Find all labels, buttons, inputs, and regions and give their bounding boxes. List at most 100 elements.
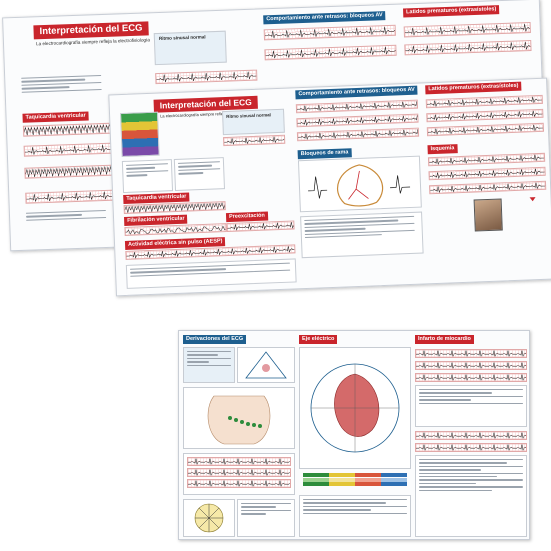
ecg-trace [426,96,542,108]
back-label-vt: Taquicardia ventricular [22,111,89,123]
ecg-strip [264,44,397,61]
front-section-ext: Latidos prematuros (extrasístoles) [425,81,522,94]
hexaxial-diagram [183,499,235,537]
ecg-trace [429,154,545,166]
ecg-strip [226,220,295,233]
leads-panel [183,347,235,383]
ecg-trace [125,225,226,235]
ecg-poster-front: Interpretación del ECG La electrocardiog… [108,77,551,297]
ecg-strip [403,22,531,38]
ecg-trace [430,182,546,193]
ecg-trace [416,350,526,357]
ecg-strip [223,134,286,147]
info-panel [415,385,527,427]
ecg-trace [188,458,290,465]
ecg-poster-bottom: Derivaciones del ECG Eje eléctrico Infar… [178,330,530,540]
ecg-trace [297,115,418,127]
ecg-strip [187,457,291,466]
ecg-strip [415,431,527,440]
ecg-trace [25,165,114,178]
ecg-trace [26,191,115,202]
front-label-wpw: Preexcitación [225,211,268,222]
ecg-strip [415,373,527,382]
ecg-leads-grid [183,453,295,495]
ecg-strip [415,349,527,358]
ecg-trace [429,168,545,179]
ecg-strip [415,361,527,370]
ecg-trace [416,444,526,451]
info-panel [237,499,295,537]
ecg-strip [25,189,116,204]
ecg-trace [188,469,290,476]
back-title: Interpretación del ECG [33,21,149,39]
info-panel [415,455,527,537]
info-panel [121,159,174,194]
back-rhythm-box: Ritmo sinusal normal [153,30,227,66]
ecg-strip [155,69,258,85]
ecg-trace [156,71,257,82]
ecg-strip [426,108,544,123]
back-section-av: Comportamiento ante retrasos: bloqueos A… [263,11,386,24]
text-block [25,209,107,223]
ecg-trace [124,202,225,213]
ecg-strip [295,99,419,114]
branch-block-panel [297,155,422,213]
ecg-strip-vf [124,223,227,236]
front-section-av: Comportamiento ante retrasos: bloqueos A… [295,85,418,99]
ecg-strip [125,244,296,260]
front-rhythm-label: Ritmo sinusal normal [226,112,271,119]
precordial-leads-diagram [183,387,295,449]
ecg-trace [264,26,395,39]
ecg-trace [227,222,294,231]
ecg-strip [425,94,543,109]
bottom-section-mid: Eje eléctrico [299,335,338,344]
ecg-strip [428,166,546,181]
text-block [21,75,102,95]
info-panel [299,495,411,537]
ecg-trace [23,123,113,136]
bottom-section-right: Infarto de miocardio [415,335,474,344]
front-rhythm-box: Ritmo sinusal normal [222,108,285,136]
ecg-strip-vt [123,201,226,214]
ecg-strip [429,180,547,195]
ecg-trace [24,144,113,155]
ecg-trace [265,46,396,59]
axis-color-table [303,473,407,487]
ecg-strip [296,127,420,142]
ecg-strip [23,142,114,157]
ecg-trace [126,246,295,259]
ecg-trace [416,362,526,369]
info-panel [173,157,226,192]
ecg-strip [296,113,419,128]
info-panel [300,211,424,259]
ecg-strip-vt [24,164,115,179]
front-section-branch: Bloqueos de rama [297,148,352,159]
ecg-trace [404,23,530,36]
rainbow-wave-diagram [120,111,160,158]
ecg-trace [298,129,419,141]
ecg-trace [188,480,290,487]
bottom-title: Derivaciones del ECG [183,335,247,344]
ecg-strip [187,479,291,488]
ecg-trace [224,136,285,145]
ecg-strip [404,40,532,56]
ecg-strip [415,443,527,452]
back-subtitle: La electrocardiografía siempre refleja l… [35,37,150,47]
back-rhythm-label: Ritmo sinusal normal [158,34,206,41]
ecg-trace [427,124,543,136]
ecg-strip [427,152,546,167]
ecg-trace [416,374,526,381]
info-panel [125,258,297,289]
ecg-strip-vt [22,122,114,137]
portrait-photo [473,198,503,232]
red-marker-icon [529,197,536,202]
ecg-trace [405,41,531,54]
ecg-poster-back: Interpretación del ECG La electrocardiog… [2,0,548,252]
front-section-ischemia: Isquemia [427,144,458,154]
front-label-vf: Fibrilación ventricular [123,214,188,226]
ecg-strip [263,24,396,41]
ecg-strip [187,468,291,477]
ecg-trace [427,110,543,122]
ecg-trace [416,432,526,439]
limb-leads-diagram [237,347,295,383]
